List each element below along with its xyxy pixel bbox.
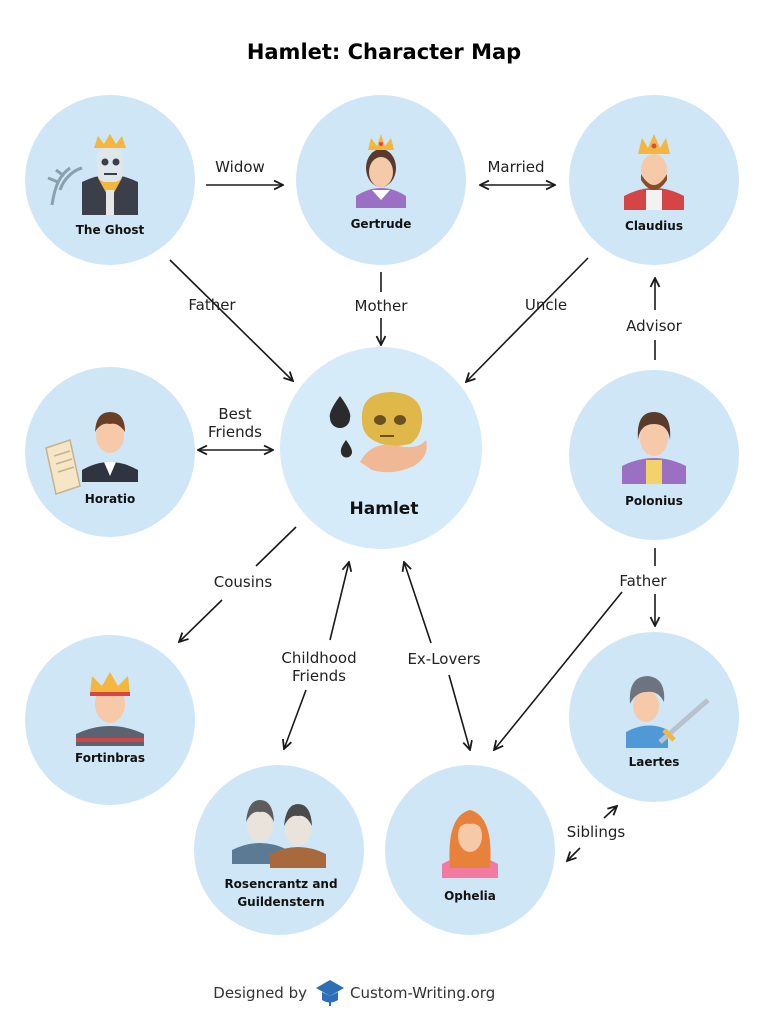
page-title: Hamlet: Character Map: [247, 40, 521, 64]
edge-label: Father: [619, 572, 667, 590]
node-horatio: Horatio: [25, 367, 195, 537]
edge-label: Friends: [292, 667, 346, 685]
edge-arrow: [404, 562, 432, 644]
node-polonius: Polonius: [569, 370, 739, 540]
edge-married: Married: [480, 158, 555, 185]
edge-label: Ex-Lovers: [407, 650, 480, 668]
node-fortinbras: Fortinbras: [25, 635, 195, 805]
node-label: Claudius: [625, 219, 683, 233]
edge-label: Best: [218, 405, 251, 423]
edge-label: Childhood: [281, 649, 356, 667]
footer: Designed by Custom-Writing.org: [213, 980, 495, 1006]
brand-text: Custom-Writing.org: [350, 984, 495, 1002]
edge-father-ghost: Father: [169, 259, 293, 381]
node-the-ghost: The Ghost: [25, 95, 195, 265]
man-icon: [82, 412, 138, 482]
edge-label: Father: [188, 296, 236, 314]
edge-label: Mother: [355, 297, 409, 315]
edge-mother: Mother: [355, 272, 409, 345]
graduation-cap-logo-icon: [316, 980, 344, 1006]
edge-childhood-friends: Childhood Friends: [281, 562, 357, 749]
edge-label: Friends: [208, 423, 262, 441]
edge-arrow: [567, 847, 581, 861]
edge-arrow: [494, 591, 623, 750]
scroll-icon: [45, 439, 81, 495]
node-label: Ophelia: [444, 889, 496, 903]
node-ophelia: Ophelia: [385, 765, 555, 935]
edge-label: Widow: [215, 158, 265, 176]
edge-label: Siblings: [567, 823, 626, 841]
two-men-icon: [232, 800, 326, 868]
node-rosencrantz-guildenstern: Rosencrantz and Guildenstern: [194, 765, 364, 935]
node-laertes: Laertes: [569, 632, 739, 802]
edge-arrow: [179, 599, 223, 642]
king-icon: [624, 134, 684, 210]
node-label: Fortinbras: [75, 751, 145, 765]
prince-icon: [76, 672, 144, 746]
node-label: Rosencrantz and: [224, 877, 337, 891]
node-label: The Ghost: [76, 223, 145, 237]
edge-siblings: Siblings: [567, 806, 626, 861]
skull-icon: [360, 392, 427, 473]
edge-father-polonius: Father: [494, 548, 667, 750]
node-label: Gertrude: [351, 217, 412, 231]
edge-best-friends: Best Friends: [198, 405, 273, 450]
edge-arrow: [329, 562, 349, 641]
edge-arrow: [255, 526, 297, 567]
node-label: Hamlet: [350, 499, 419, 519]
node-label: Horatio: [85, 492, 135, 506]
edge-widow: Widow: [206, 158, 283, 185]
edge-arrow: [603, 806, 617, 819]
edge-cousins: Cousins: [179, 526, 297, 642]
edge-arrow: [448, 674, 470, 750]
node-hamlet: Hamlet: [280, 347, 482, 549]
queen-icon: [356, 134, 406, 208]
node-label: Polonius: [625, 494, 683, 508]
designed-by-text: Designed by: [213, 984, 307, 1002]
edge-advisor: Advisor: [626, 278, 683, 360]
edge-ex-lovers: Ex-Lovers: [404, 562, 481, 750]
tear-drop-icon: [329, 396, 352, 458]
swordsman-icon: [626, 676, 710, 748]
edge-arrow: [169, 259, 293, 381]
node-claudius: Claudius: [569, 95, 739, 265]
ghost-icon: [47, 134, 138, 215]
edge-label: Advisor: [626, 317, 683, 335]
edge-label: Married: [487, 158, 544, 176]
node-gertrude: Gertrude: [296, 95, 466, 265]
edge-uncle: Uncle: [466, 257, 589, 382]
edge-label: Cousins: [214, 573, 273, 591]
node-label: Laertes: [629, 755, 680, 769]
edge-arrow: [466, 257, 589, 382]
young-woman-icon: [442, 810, 498, 878]
nobleman-icon: [622, 412, 686, 484]
node-label: Guildenstern: [237, 895, 324, 909]
edge-label: Uncle: [525, 296, 567, 314]
edge-arrow: [284, 689, 307, 749]
